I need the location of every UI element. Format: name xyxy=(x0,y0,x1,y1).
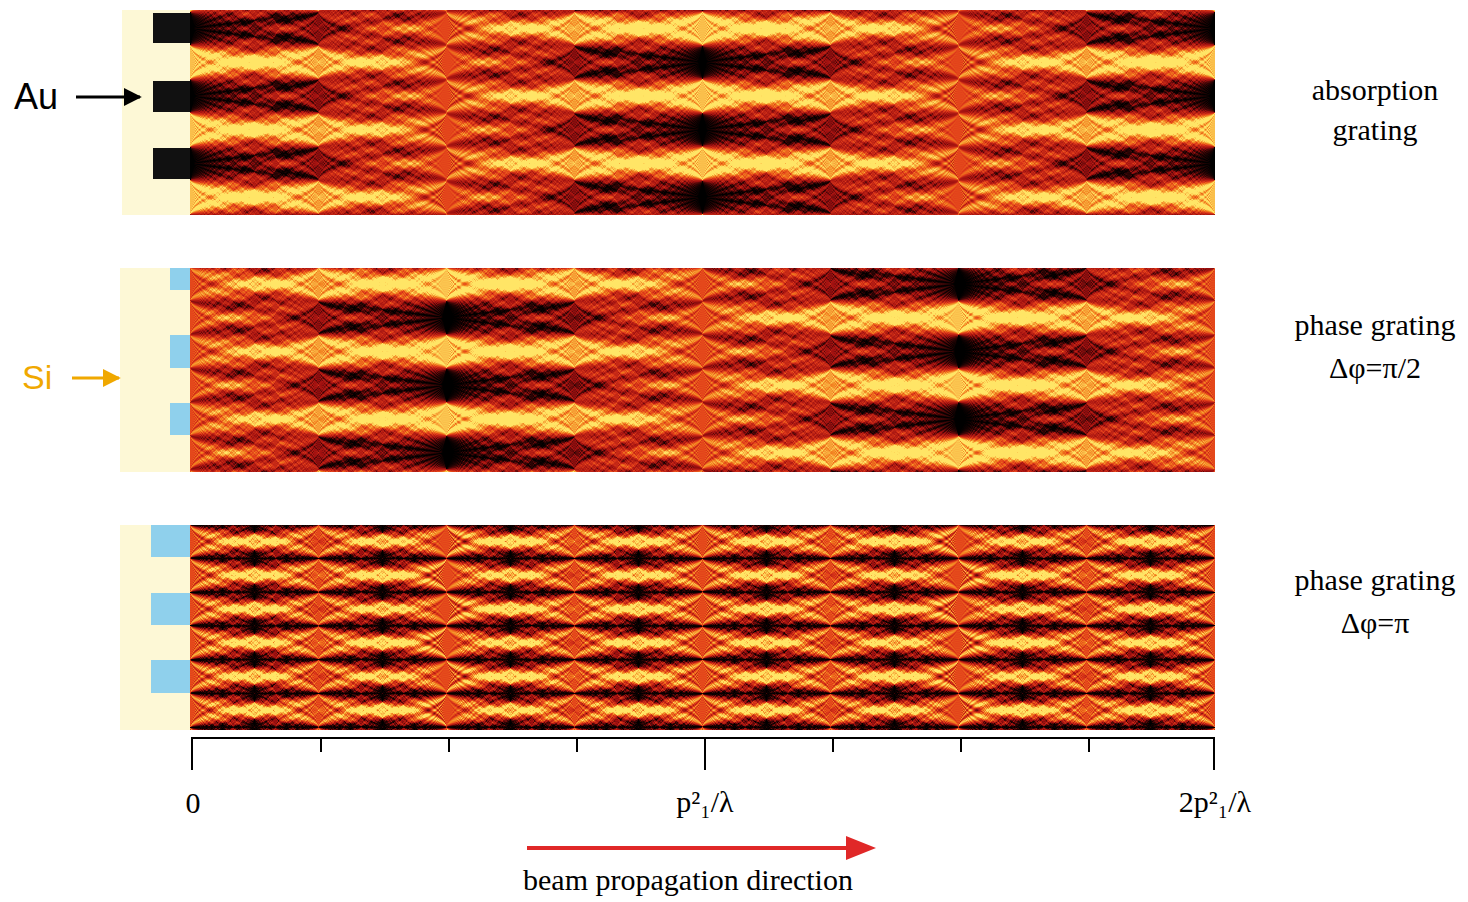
direction-arrowhead xyxy=(846,836,876,860)
intensity-carpet xyxy=(190,10,1215,215)
material-label: Si xyxy=(22,357,72,397)
gold-bar xyxy=(153,81,190,112)
silicon-bar xyxy=(151,660,190,693)
axis-tick-label: 2p²₁/λ xyxy=(1150,782,1280,822)
silicon-bar xyxy=(170,403,190,435)
silicon-bar xyxy=(170,335,190,368)
axis-tick-label: p²₁/λ xyxy=(645,782,765,822)
intensity-carpet xyxy=(190,268,1215,472)
grating-label: phase grating Δφ=π/2 xyxy=(1290,303,1460,389)
substrate xyxy=(120,268,190,472)
distance-axis xyxy=(191,737,1215,770)
axis-tick-label: 0 xyxy=(163,785,223,821)
material-label: Au xyxy=(14,76,84,118)
axis-title: beam propagation direction xyxy=(458,862,918,898)
direction-arrow xyxy=(527,846,850,850)
silicon-bar xyxy=(151,593,190,625)
substrate xyxy=(122,10,190,215)
grating-label: absorption grating xyxy=(1290,70,1460,150)
leader-arrow xyxy=(76,96,140,99)
leader-arrow xyxy=(72,377,119,380)
silicon-bar xyxy=(151,525,190,557)
gold-bar xyxy=(153,13,190,43)
silicon-bar xyxy=(170,268,190,290)
substrate xyxy=(120,525,190,730)
intensity-carpet xyxy=(190,525,1215,730)
gold-bar xyxy=(153,148,190,179)
grating-label: phase grating Δφ=π xyxy=(1290,558,1460,644)
